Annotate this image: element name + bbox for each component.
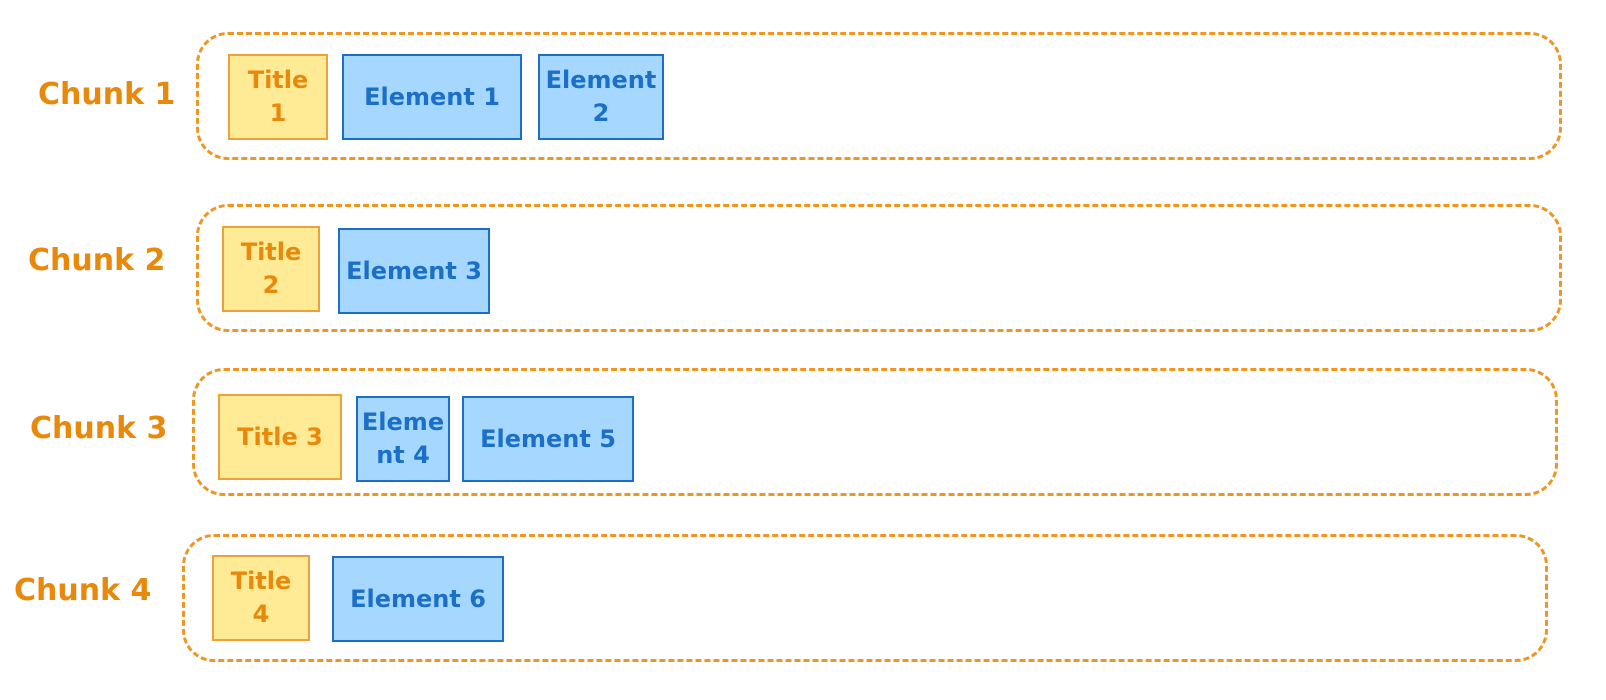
chunk-1-label: Chunk 1 [38, 77, 176, 112]
chunk-2-title-line2: 2 [262, 271, 280, 299]
chunk-4-label: Chunk 4 [14, 573, 152, 608]
chunk-2-title-line1: Title [240, 238, 302, 266]
chunk-3-element-5-block: Element 5 [462, 396, 634, 482]
chunk-1-element-1-text: Element 1 [364, 82, 500, 111]
chunk-1-title-block: Title 1 [228, 54, 328, 140]
chunk-3-title-block: Title 3 [218, 394, 342, 480]
chunk-2-element-3-text: Element 3 [346, 256, 482, 285]
chunk-4-title-line2: 4 [252, 600, 270, 628]
chunk-3-element-4-block: Eleme nt 4 [356, 396, 450, 482]
chunk-4-element-6-block: Element 6 [332, 556, 504, 642]
chunk-3-element-4-line2: nt 4 [376, 441, 430, 469]
chunk-1-title-line1: Title [247, 66, 309, 94]
chunk-4-element-6-text: Element 6 [350, 584, 486, 613]
chunk-4-container [182, 534, 1548, 662]
chunk-2-container [196, 204, 1562, 332]
chunk-3-element-5-text: Element 5 [480, 424, 616, 453]
chunk-2-label: Chunk 2 [28, 243, 166, 278]
chunk-3-label: Chunk 3 [30, 411, 168, 446]
chunk-1-element-2-line1: Element [545, 66, 657, 94]
chunk-1-element-2-block: Element 2 [538, 54, 664, 140]
chunk-1-title-line2: 1 [269, 99, 287, 127]
chunk-3-element-4-line1: Eleme [361, 408, 445, 436]
chunk-2-element-3-block: Element 3 [338, 228, 490, 314]
chunk-2-title-block: Title 2 [222, 226, 320, 312]
chunk-3-container [192, 368, 1558, 496]
chunk-4-title-block: Title 4 [212, 555, 310, 641]
chunk-3-title-text: Title 3 [237, 422, 323, 451]
chunk-4-title-line1: Title [230, 567, 292, 595]
chunk-1-element-1-block: Element 1 [342, 54, 522, 140]
chunk-1-container [196, 32, 1562, 160]
chunk-1-element-2-line2: 2 [592, 99, 610, 127]
